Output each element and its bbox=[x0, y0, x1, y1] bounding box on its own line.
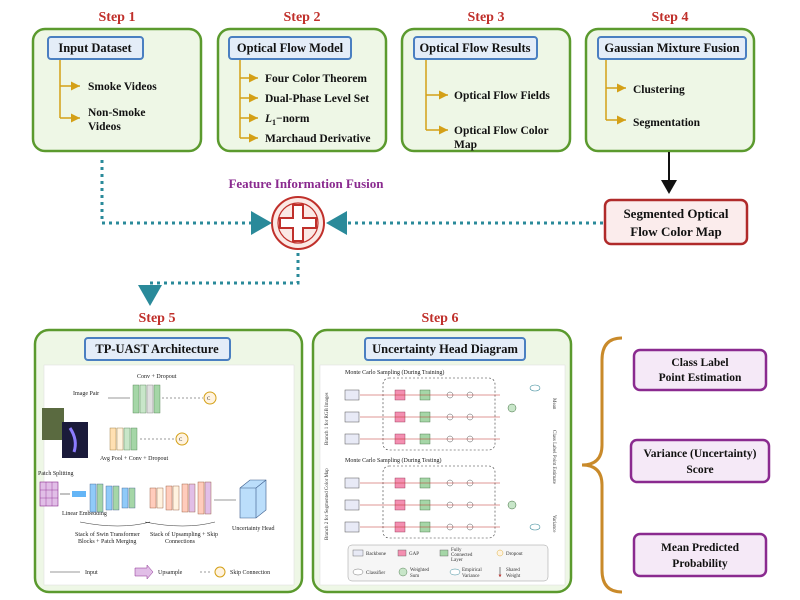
swin-encoder-blocks bbox=[89, 483, 136, 513]
uncertainty-head-cube bbox=[239, 479, 267, 519]
fusion-plus-icon bbox=[271, 196, 325, 250]
skip-connection-icon-2: C bbox=[175, 432, 189, 446]
fusion-label: Feature Information Fusion bbox=[228, 176, 384, 191]
step-2-box: Optical Flow Model Four Color Theorem Du… bbox=[216, 27, 388, 153]
step-1-item-smoke: Smoke Videos bbox=[88, 81, 157, 93]
output-3-line-1: Mean Predicted bbox=[661, 542, 740, 554]
step-2-item-marchaud: Marchaud Derivative bbox=[265, 133, 371, 145]
step-5-title: TP-UAST Architecture bbox=[95, 342, 219, 356]
output-2-line-2: Score bbox=[686, 464, 713, 476]
step-3-label: Step 3 bbox=[468, 10, 505, 25]
step-3-item-color: Optical Flow Color bbox=[454, 125, 549, 137]
mid-conv-blocks bbox=[109, 427, 138, 451]
legend-ev-2: Variance bbox=[462, 574, 480, 579]
step-4-label: Step 4 bbox=[652, 10, 689, 25]
mc-testing-box bbox=[382, 465, 496, 539]
legend-skip: Skip Connection bbox=[230, 570, 270, 576]
step-1-item-videos: Videos bbox=[88, 121, 121, 133]
step1-to-fusion-arrow bbox=[100, 160, 272, 235]
step-1-title: Input Dataset bbox=[58, 41, 132, 55]
legend-ws-1: Weighted bbox=[410, 568, 430, 573]
step-2-label: Step 2 bbox=[284, 10, 321, 25]
step-6-label: Step 6 bbox=[422, 311, 459, 326]
step-4-item-segmentation: Segmentation bbox=[633, 117, 701, 129]
segmented-line-1: Segmented Optical bbox=[623, 206, 728, 221]
step-1-label: Step 1 bbox=[99, 10, 136, 25]
step-4-title: Gaussian Mixture Fusion bbox=[604, 41, 739, 55]
segmented-line-2: Flow Color Map bbox=[630, 224, 721, 239]
step-6-title: Uncertainty Head Diagram bbox=[372, 342, 518, 356]
step-6-panel: Uncertainty Head Diagram Branch 1 for RG… bbox=[311, 328, 573, 594]
output-brace bbox=[581, 336, 623, 594]
linear-embedding-bar bbox=[72, 491, 86, 497]
segmented-map-box: Segmented Optical Flow Color Map bbox=[603, 198, 749, 246]
branch-1-rows bbox=[344, 384, 541, 445]
label-mean: Mean bbox=[551, 398, 556, 410]
output-1-line-1: Class Label bbox=[671, 357, 728, 369]
step-2-item-four-color: Four Color Theorem bbox=[265, 73, 367, 85]
step-4-item-clustering: Clustering bbox=[633, 84, 685, 96]
output-3-line-2: Probability bbox=[672, 558, 728, 570]
output-mean-probability: Mean Predicted Probability bbox=[632, 532, 768, 578]
label-mc-training: Monte Carlo Sampling (During Training) bbox=[345, 369, 444, 376]
branch-2-rows bbox=[344, 477, 541, 533]
legend-dropout: Dropout bbox=[506, 552, 523, 557]
upsampling-decoder-blocks bbox=[149, 481, 212, 515]
step-5-label: Step 5 bbox=[139, 311, 176, 326]
legend-gap: GAP bbox=[409, 552, 419, 557]
step-1-item-nonsmoke: Non-Smoke bbox=[88, 107, 146, 119]
step-3-item-map: Map bbox=[454, 139, 477, 151]
legend-ev-1: Empirical bbox=[462, 568, 482, 573]
legend-ws-2: Sum bbox=[410, 574, 419, 579]
label-avg-pool: Avg Pool + Conv + Dropout bbox=[100, 456, 168, 462]
legend-upsample: Upsample bbox=[158, 570, 183, 576]
label-patch-splitting: Patch Splitting bbox=[38, 471, 74, 477]
image-pair-frame-1 bbox=[42, 408, 64, 440]
legend-fc-1: Fully bbox=[451, 548, 462, 553]
label-swin-stack-1: Stack of Swin Transformer bbox=[75, 531, 140, 538]
output-2-line-1: Variance (Uncertainty) bbox=[644, 448, 757, 460]
step-5-panel: TP-UAST Architecture Conv + Dropout C Im… bbox=[33, 328, 304, 594]
fusion-to-step5-arrow bbox=[138, 253, 300, 306]
skip-legend-icon bbox=[214, 566, 226, 578]
legend-input: Input bbox=[85, 570, 98, 576]
step-3-title: Optical Flow Results bbox=[419, 41, 530, 55]
label-swin-stack-2: Blocks + Patch Merging bbox=[78, 539, 136, 545]
label-conv-dropout: Conv + Dropout bbox=[137, 374, 177, 380]
label-branch-seg: Branch 2 for Segmented Color Map bbox=[325, 468, 330, 540]
step-2-item-dual-phase: Dual-Phase Level Set bbox=[265, 93, 369, 105]
label-class-label: Class Label Point Estimate bbox=[551, 430, 556, 485]
step-2-title: Optical Flow Model bbox=[237, 41, 344, 55]
top-conv-blocks bbox=[132, 384, 161, 414]
step-3-item-fields: Optical Flow Fields bbox=[454, 90, 550, 102]
patch-grid bbox=[39, 481, 59, 507]
legend-sw-2: Weight bbox=[506, 574, 521, 579]
label-image-pair: Image Pair bbox=[73, 391, 99, 397]
output-class-label: Class Label Point Estimation bbox=[632, 348, 768, 392]
mc-training-box bbox=[382, 377, 496, 451]
skip-connection-icon: C bbox=[203, 391, 217, 405]
label-mc-testing: Monte Carlo Sampling (During Testing) bbox=[345, 457, 441, 464]
svg-text:C: C bbox=[207, 397, 211, 402]
step-3-box: Optical Flow Results Optical Flow Fields… bbox=[400, 27, 572, 153]
legend-backbone: Backbone bbox=[366, 552, 387, 557]
upsample-arrow-icon bbox=[134, 564, 154, 580]
label-linear-embedding: Linear Embedding bbox=[62, 511, 107, 517]
label-up-stack-1: Stack of Upsampling + Skip bbox=[150, 531, 218, 538]
legend-fc-2: Connected bbox=[451, 553, 473, 558]
step-2-item-l1: L1−norm bbox=[264, 113, 310, 127]
label-branch-rgb: Branch 1 for RGB Images bbox=[325, 392, 330, 445]
legend-sw-1: Shared bbox=[506, 568, 520, 573]
label-uncertainty-head: Uncertainty Head bbox=[232, 526, 274, 532]
legend-classifier: Classifier bbox=[366, 571, 385, 576]
output-variance: Variance (Uncertainty) Score bbox=[629, 438, 771, 484]
svg-text:C: C bbox=[179, 438, 183, 443]
output-1-line-2: Point Estimation bbox=[659, 372, 742, 384]
step-4-box: Gaussian Mixture Fusion Clustering Segme… bbox=[584, 27, 756, 153]
label-up-stack-2: Connections bbox=[165, 539, 196, 545]
label-variance: Variance bbox=[551, 515, 556, 533]
step-1-box: Input Dataset Smoke Videos Non-Smoke Vid… bbox=[31, 27, 203, 153]
legend-fc-3: Layer bbox=[451, 558, 463, 563]
